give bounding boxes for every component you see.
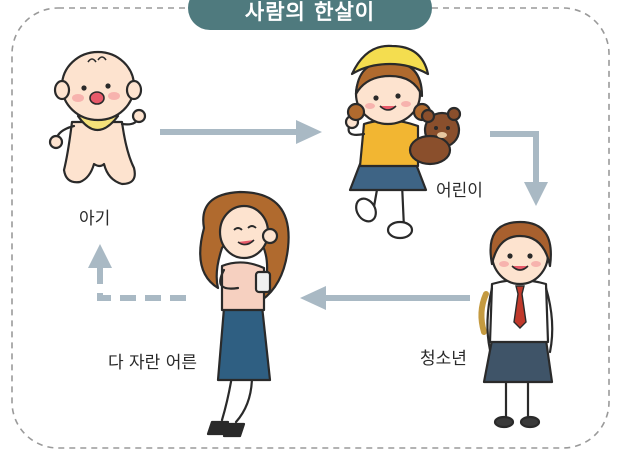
baby-illustration (48, 50, 147, 186)
title-banner: 사람의 한살이 (188, 0, 432, 30)
arrow-adult-to-baby (88, 244, 186, 301)
stage-label-baby: 아기 (79, 209, 111, 229)
arrow-teen-to-adult (300, 286, 470, 310)
stage-label-adult: 다 자란 어른 (108, 353, 198, 373)
teen-illustration (478, 220, 554, 429)
page-title: 사람의 한살이 (244, 0, 376, 24)
stage-label-teen: 청소년 (420, 349, 467, 369)
arrow-baby-to-child (160, 120, 322, 144)
child-illustration (344, 44, 462, 240)
adult-illustration (199, 190, 290, 438)
stage-label-child: 어린이 (436, 181, 483, 201)
arrow-child-to-teen (490, 131, 548, 206)
